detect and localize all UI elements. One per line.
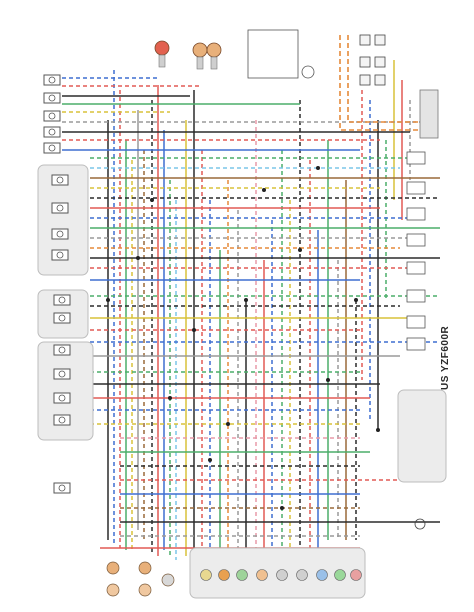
switch-component [51,228,69,240]
switch-contact [48,128,56,136]
switch-component [53,312,71,324]
wire-junction [136,256,140,260]
indicator-lamp [218,569,230,581]
wire-junction [262,188,266,192]
sensor-component [406,315,426,329]
switch-contact [58,484,66,492]
switch-contact [58,296,66,304]
lamp-bulb [106,583,120,597]
switch-component [53,392,71,404]
sensor-component [406,233,426,247]
relay-block [359,74,371,86]
lamp-socket [158,54,166,68]
switch-contact [48,76,56,84]
sensor-component [406,207,426,221]
wire-junction [316,166,320,170]
indicator-lamp [316,569,328,581]
lamp-bulb [154,40,170,56]
wire-junction [208,458,212,462]
relay-block [374,74,386,86]
indicator-lamp [296,569,308,581]
switch-contact [56,251,64,259]
switch-component [53,482,71,494]
switch-component [51,249,69,261]
sensor-component [406,337,426,351]
switch-component [51,202,69,214]
component-layer [43,29,439,597]
sensor-component [406,289,426,303]
wire-junction [376,428,380,432]
component-group-layer [37,164,447,599]
lamp-socket [196,56,204,70]
switch-contact [56,230,64,238]
ignitor-unit [419,89,439,139]
relay-block [374,34,386,46]
switch-component [53,368,71,380]
relay-block [359,56,371,68]
indicator-lamp [350,569,362,581]
wire-junction [226,422,230,426]
wire-junction [244,298,248,302]
motor-component [301,65,315,79]
lamp-socket [210,56,218,70]
wire-junction [150,198,154,202]
switch-component [43,110,61,122]
switch-contact [58,314,66,322]
indicator-lamp [236,569,248,581]
model-title: US YZF600R [440,325,451,390]
indicator-lamp [200,569,212,581]
switch-contact [56,176,64,184]
wire-junction [106,298,110,302]
switch-contact [58,394,66,402]
sensor-component [406,261,426,275]
lamp-bulb [161,573,175,587]
sensor-component [406,151,426,165]
lamp-bulb [138,561,152,575]
indicator-lamp [256,569,268,581]
switch-component [43,126,61,138]
wire-junction [280,506,284,510]
wire-junction [168,396,172,400]
main-switch-block [247,29,299,79]
component-panel [37,341,94,441]
switch-contact [58,370,66,378]
switch-component [51,174,69,186]
switch-component [43,142,61,154]
wire-harness-orange [339,35,430,131]
indicator-lamp [276,569,288,581]
wire-layer [62,35,440,562]
switch-component [43,92,61,104]
switch-contact [58,416,66,424]
wire-junction [298,248,302,252]
lamp-bulb [192,42,208,58]
switch-contact [56,204,64,212]
wire-junction [354,298,358,302]
wire-junction [326,378,330,382]
sensor-component [406,181,426,195]
switch-component [43,74,61,86]
switch-component [53,414,71,426]
lamp-bulb [138,583,152,597]
switch-component [53,344,71,356]
wire-junction [192,328,196,332]
component-panel [37,164,89,276]
switch-contact [48,144,56,152]
relay-block [374,56,386,68]
lamp-bulb [106,561,120,575]
switch-contact [48,112,56,120]
switch-contact [48,94,56,102]
relay-block [359,34,371,46]
switch-component [53,294,71,306]
component-panel [397,389,447,483]
indicator-lamp [334,569,346,581]
lamp-bulb [206,42,222,58]
ground-terminal [414,518,426,530]
switch-contact [58,346,66,354]
